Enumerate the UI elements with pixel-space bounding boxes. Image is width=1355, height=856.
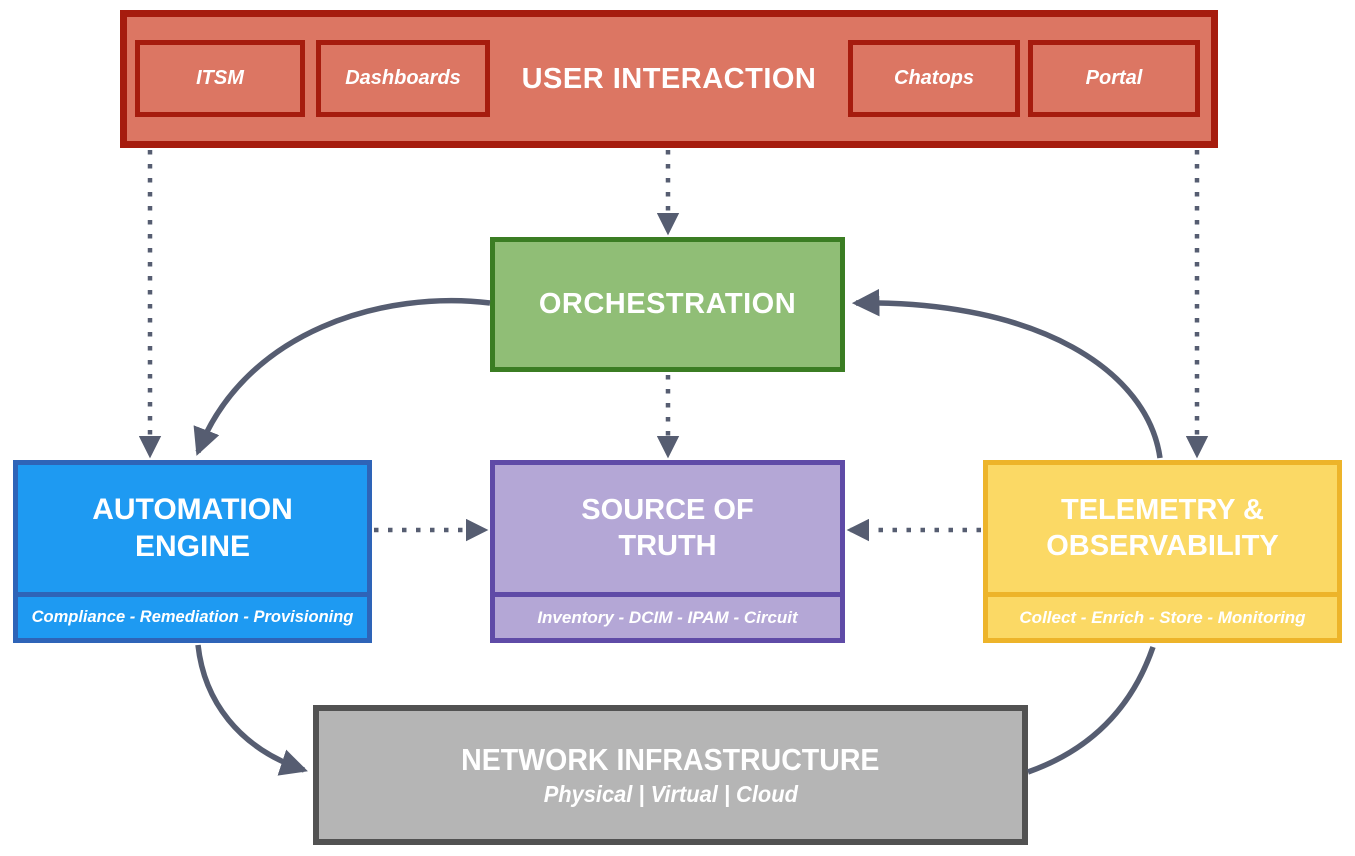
orchestration-title: ORCHESTRATION [538, 287, 797, 320]
node-telemetry-observability: TELEMETRY & OBSERVABILITY Collect - Enri… [983, 460, 1342, 643]
dashboards-label: Dashboards [345, 67, 461, 89]
node-automation-engine: AUTOMATION ENGINE Compliance - Remediati… [13, 460, 372, 643]
network-infrastructure-subtitle: Physical | Virtual | Cloud [543, 781, 798, 807]
chatops-label: Chatops [894, 67, 974, 89]
arrow-orchestration-to-automation [193, 297, 491, 456]
node-itsm: ITSM [135, 40, 305, 117]
arrow-automation-to-network [195, 644, 308, 776]
portal-label: Portal [1085, 67, 1143, 89]
node-user-interaction: ITSM Dashboards USER INTERACTION Chatops… [120, 10, 1218, 148]
automation-engine-subtitle: Compliance - Remediation - Provisioning [18, 592, 367, 638]
arrow-telemetry-to-orchestration [851, 288, 1163, 459]
network-infrastructure-title: NETWORK INFRASTRUCTURE [461, 742, 880, 777]
arrow-network-to-telemetry [1027, 646, 1156, 775]
telemetry-observability-subtitle: Collect - Enrich - Store - Monitoring [988, 592, 1337, 638]
node-network-infrastructure: NETWORK INFRASTRUCTURE Physical | Virtua… [313, 705, 1028, 845]
source-of-truth-subtitle: Inventory - DCIM - IPAM - Circuit [495, 592, 840, 638]
node-orchestration: ORCHESTRATION [490, 237, 845, 372]
automation-engine-title: AUTOMATION ENGINE [92, 492, 293, 563]
node-source-of-truth: SOURCE OF TRUTH Inventory - DCIM - IPAM … [490, 460, 845, 643]
telemetry-observability-title: TELEMETRY & OBSERVABILITY [1046, 494, 1279, 562]
source-of-truth-title: SOURCE OF TRUTH [581, 494, 754, 562]
node-chatops: Chatops [848, 40, 1020, 117]
node-dashboards: Dashboards [316, 40, 490, 117]
node-portal: Portal [1028, 40, 1200, 117]
itsm-label: ITSM [196, 67, 244, 89]
user-interaction-title: USER INTERACTION [521, 62, 817, 95]
